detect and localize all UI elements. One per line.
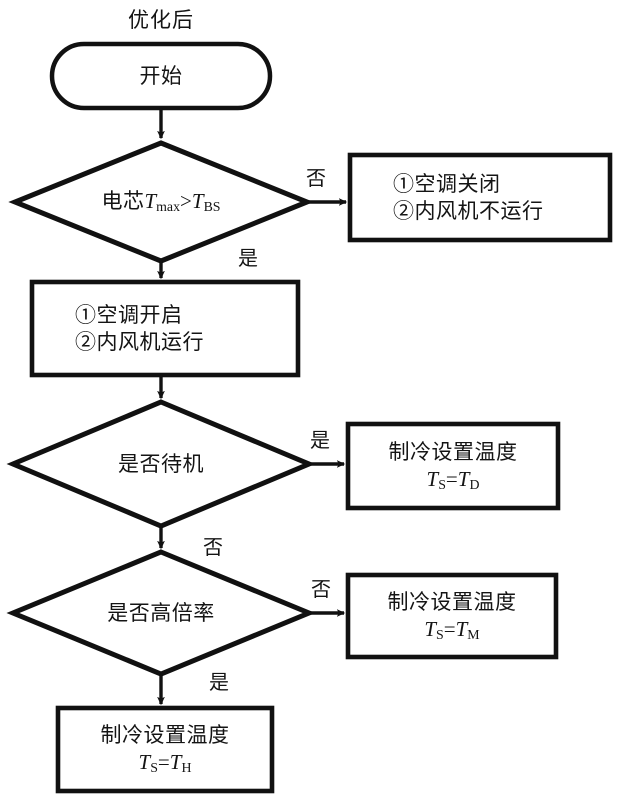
node-cool-high-shape (55, 705, 275, 794)
node-decision3-shape (6, 549, 316, 677)
node-cool-mid-shape (345, 572, 559, 660)
node-action-off-shape (347, 152, 613, 243)
node-start-shape (49, 41, 273, 111)
node-action-on-shape (29, 279, 301, 378)
node-cool-standby-shape (345, 421, 561, 511)
node-decision2-shape (6, 399, 316, 529)
node-decision1-shape (8, 140, 314, 264)
